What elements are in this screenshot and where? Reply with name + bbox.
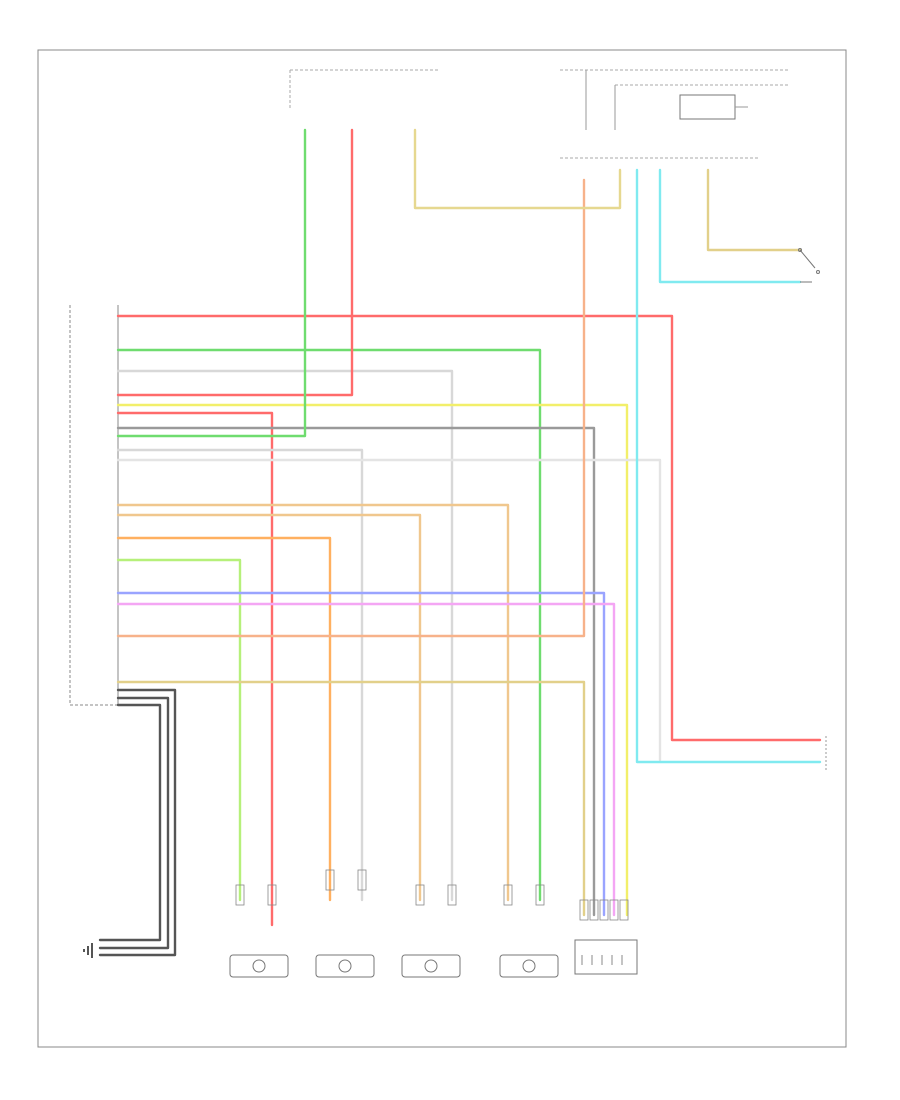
wire-red-2 [116,128,354,397]
wire-gray-1 [116,369,454,902]
relay-box [679,94,736,120]
wire-tan-2 [116,513,422,902]
sensor-1 [229,954,289,978]
wire-green-3 [116,558,242,902]
steering-sensor [574,939,638,975]
wire-cyan-1 [658,168,802,284]
wire-gray-2 [116,448,364,902]
sensor-2 [315,954,375,978]
wire-red-top [116,314,822,742]
wire-gray-4 [116,458,662,762]
control-module [69,305,119,706]
top-fuse-block [289,69,790,159]
bottom-connectors [235,869,629,921]
wire-khaki-relay [706,168,802,252]
wire-olive-top [413,128,622,210]
brake-switch [798,248,820,283]
ground-symbol [83,943,93,958]
wire-cyan-2 [635,168,822,764]
wire-black-ground [98,688,177,957]
wire-khaki-1 [116,680,586,917]
wire-gray-dark [116,426,596,917]
wire-red-3 [116,411,274,927]
sensor-3 [401,954,461,978]
wire-orange-1 [116,536,332,902]
wire-peach-1 [116,178,586,638]
wire-yellow-1 [116,403,629,917]
wire-harness [98,128,822,957]
diagram-frame [37,49,847,1048]
wire-green-2 [116,128,307,438]
wire-blue-1 [116,591,606,917]
wire-pink-1 [116,602,616,917]
wire-green-1 [116,348,542,902]
sensor-4 [499,954,559,978]
wire-tan-1 [116,503,510,902]
